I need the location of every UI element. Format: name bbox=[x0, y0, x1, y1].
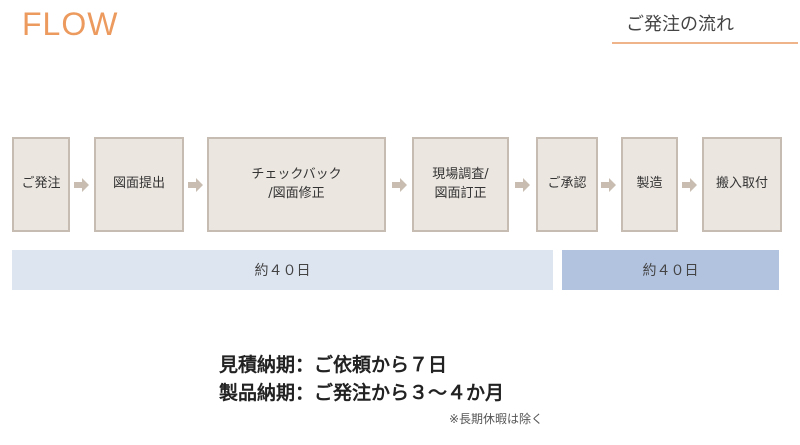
arrow-right-icon bbox=[188, 178, 203, 192]
step-approval-label: ご承認 bbox=[547, 176, 587, 192]
arrow-right-icon bbox=[74, 178, 89, 192]
step-order-label: ご発注 bbox=[21, 176, 61, 192]
step-approval: ご承認 bbox=[536, 137, 598, 232]
step-delivery-installation: 搬入取付 bbox=[702, 137, 782, 232]
step-manufacturing-label: 製造 bbox=[636, 176, 663, 192]
step-site-survey: 現場調査/ 図面訂正 bbox=[412, 137, 509, 232]
arrow-right-icon bbox=[601, 178, 616, 192]
step-checkback-label: チェックバック /図面修正 bbox=[251, 166, 342, 201]
duration-bar-design: 約４０日 bbox=[12, 250, 553, 290]
product-lead-time: 製品納期：ご発注から３～４か月 bbox=[219, 382, 505, 404]
step-delivery-installation-label: 搬入取付 bbox=[715, 176, 768, 192]
step-site-survey-label: 現場調査/ 図面訂正 bbox=[432, 166, 489, 201]
estimate-lead-time: 見積納期：ご依頼から７日 bbox=[219, 354, 448, 376]
step-drawing-submission-label: 図面提出 bbox=[112, 176, 165, 192]
step-manufacturing: 製造 bbox=[621, 137, 678, 232]
arrow-right-icon bbox=[515, 178, 530, 192]
arrow-right-icon bbox=[392, 178, 407, 192]
duration-bar-design-label: 約４０日 bbox=[254, 263, 311, 279]
duration-bar-production-label: 約４０日 bbox=[642, 263, 699, 279]
flow-logo: FLOW bbox=[22, 6, 119, 42]
arrow-right-icon bbox=[682, 178, 697, 192]
holiday-note: ※長期休暇は除く bbox=[449, 412, 544, 426]
section-title: ご発注の流れ bbox=[626, 14, 734, 35]
section-title-underline bbox=[612, 42, 798, 44]
step-drawing-submission: 図面提出 bbox=[94, 137, 184, 232]
step-order: ご発注 bbox=[12, 137, 70, 232]
duration-bar-production: 約４０日 bbox=[562, 250, 779, 290]
step-checkback: チェックバック /図面修正 bbox=[207, 137, 386, 232]
